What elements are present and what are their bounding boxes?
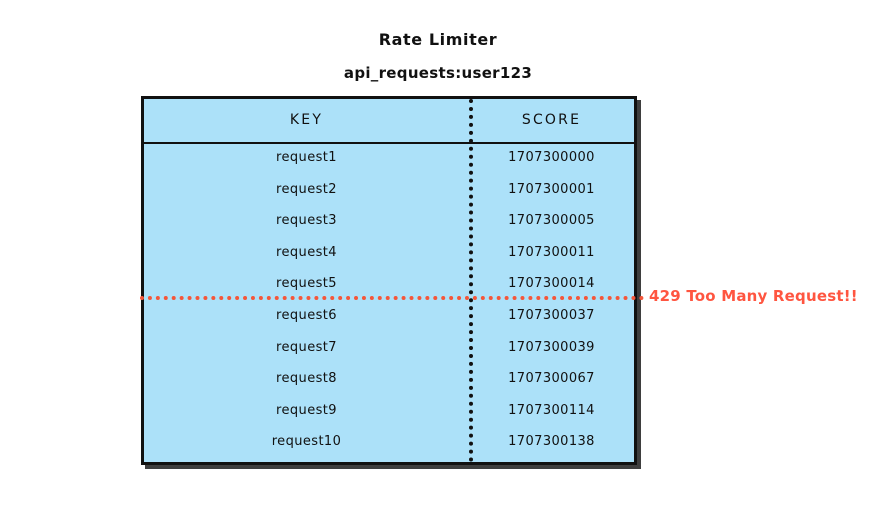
cell-key: request1 [276, 150, 337, 165]
column-divider [469, 99, 473, 462]
cell-key: request3 [276, 213, 337, 229]
cell-score: 1707300005 [508, 213, 595, 229]
cell-score: 1707300039 [508, 339, 595, 355]
table-row: request10 1707300138 [144, 428, 634, 460]
cell-score: 1707300014 [508, 276, 595, 292]
table-header-row: KEY SCORE [144, 99, 634, 144]
cell-key: request10 [271, 434, 342, 450]
table-row: request4 1707300011 [144, 239, 634, 271]
rate-limiter-table: KEY SCORE request1 1707300000 request2 1707… [141, 96, 637, 465]
cell-key: request7 [276, 339, 337, 355]
cell-score: 1707300037 [508, 307, 595, 323]
cell-key: request8 [276, 371, 337, 387]
table-row: request9 1707300114 [144, 397, 634, 429]
cell-score: 1707300138 [508, 434, 595, 450]
page-title: Rate Limiter [378, 30, 498, 49]
column-header-key: KEY [289, 112, 324, 128]
cell-score: 1707300067 [508, 371, 595, 387]
table-row: request5 1707300014 [144, 270, 634, 302]
title-block: Rate Limiter api_requests:user123 [0, 30, 876, 83]
cell-key: request9 [276, 402, 337, 418]
table-row: request8 1707300067 [144, 365, 634, 397]
table-row: request6 1707300037 [144, 302, 634, 334]
column-header-score: SCORE [521, 112, 582, 128]
table-row: request1 1707300000 [144, 144, 634, 176]
cell-key: request6 [276, 307, 337, 323]
cell-score: 1707300000 [508, 150, 595, 165]
cell-key: request2 [276, 181, 337, 197]
table-row: request2 1707300001 [144, 176, 634, 208]
table-row: request3 1707300005 [144, 207, 634, 239]
cell-key: request5 [276, 276, 337, 292]
cell-score: 1707300001 [508, 181, 595, 197]
rate-limit-cutoff-line [140, 296, 644, 300]
cell-score: 1707300011 [508, 244, 595, 260]
cell-key: request4 [276, 244, 337, 260]
page-subtitle-key-name: api_requests:user123 [343, 64, 533, 82]
cell-score: 1707300114 [508, 402, 595, 418]
rate-limit-status-label: 429 Too Many Request!! [649, 287, 858, 305]
table-row: request7 1707300039 [144, 334, 634, 366]
